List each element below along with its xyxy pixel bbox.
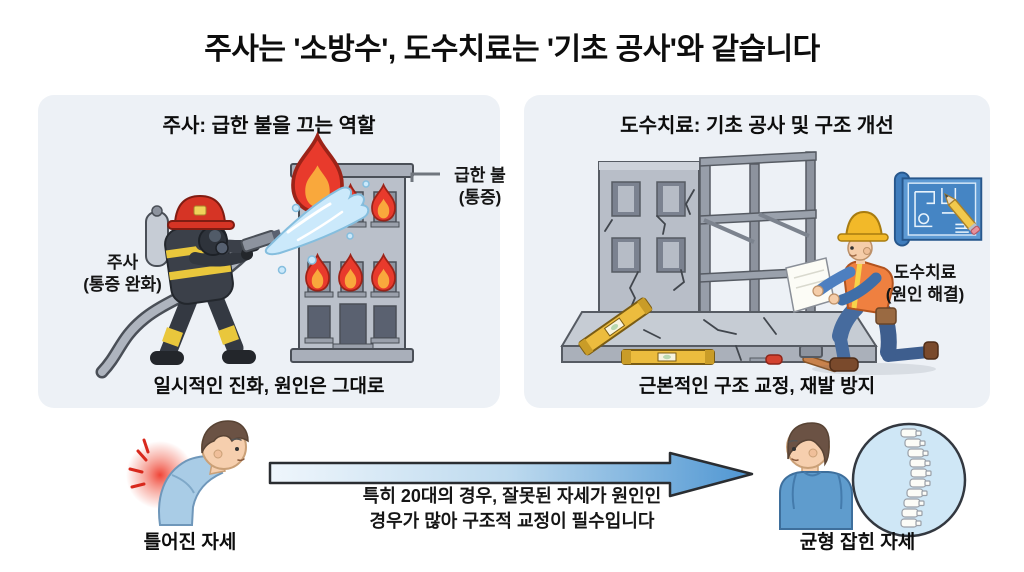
cracked-wall-icon (598, 161, 700, 313)
tool-pouch-icon (875, 307, 897, 325)
before-posture-label: 틀어진 자세 (143, 532, 237, 553)
firefighter-scene-illustration (95, 134, 440, 379)
screwdriver-icon (749, 354, 783, 365)
page-title: 주사는 '소방수', 도수치료는 '기초 공사'와 같습니다 (204, 33, 820, 66)
spine-circle-icon (851, 422, 967, 538)
arrow-caption: 특히 20대의 경우, 잘못된 자세가 원인인 경우가 많아 구조적 교정이 필… (362, 486, 662, 531)
therapy-panel-header: 도수치료: 기초 공사 및 구조 개선 (620, 115, 894, 137)
burning-building-icon (290, 134, 440, 363)
level-tool-icon (578, 297, 653, 356)
pencil-icon (944, 192, 981, 235)
blueprint-icon (893, 171, 983, 247)
construction-scene-illustration (560, 151, 939, 375)
hard-hat-icon (844, 210, 884, 239)
fire-label-connector (410, 172, 440, 182)
construction-worker-icon (785, 210, 939, 375)
fire-label: 급한 불 (통증) (454, 166, 506, 208)
therapy-panel: 도수치료: 기초 공사 및 구조 개선 (524, 95, 990, 408)
spine-icon (900, 428, 932, 528)
injection-panel: 주사: 급한 불을 끄는 역할 (38, 95, 506, 408)
injection-panel-header: 주사: 급한 불을 끄는 역할 (162, 115, 376, 137)
water-spray-icon (264, 180, 370, 275)
pain-spark-icon (128, 438, 150, 489)
transition-arrow-icon (268, 451, 754, 498)
injection-label: 주사 (통증 완화) (83, 253, 162, 295)
upright-person-icon (779, 422, 853, 530)
therapy-label: 도수치료 (원인 해결) (885, 263, 965, 305)
injection-panel-caption: 일시적인 진화, 원인은 그대로 (153, 376, 385, 397)
therapy-panel-caption: 근본적인 구조 교정, 재발 방지 (638, 376, 876, 397)
after-posture-label: 균형 잡힌 자세 (799, 532, 916, 553)
level-tool2-icon (621, 349, 715, 365)
hunched-person-icon (126, 420, 249, 526)
firefighter-icon (95, 194, 283, 379)
